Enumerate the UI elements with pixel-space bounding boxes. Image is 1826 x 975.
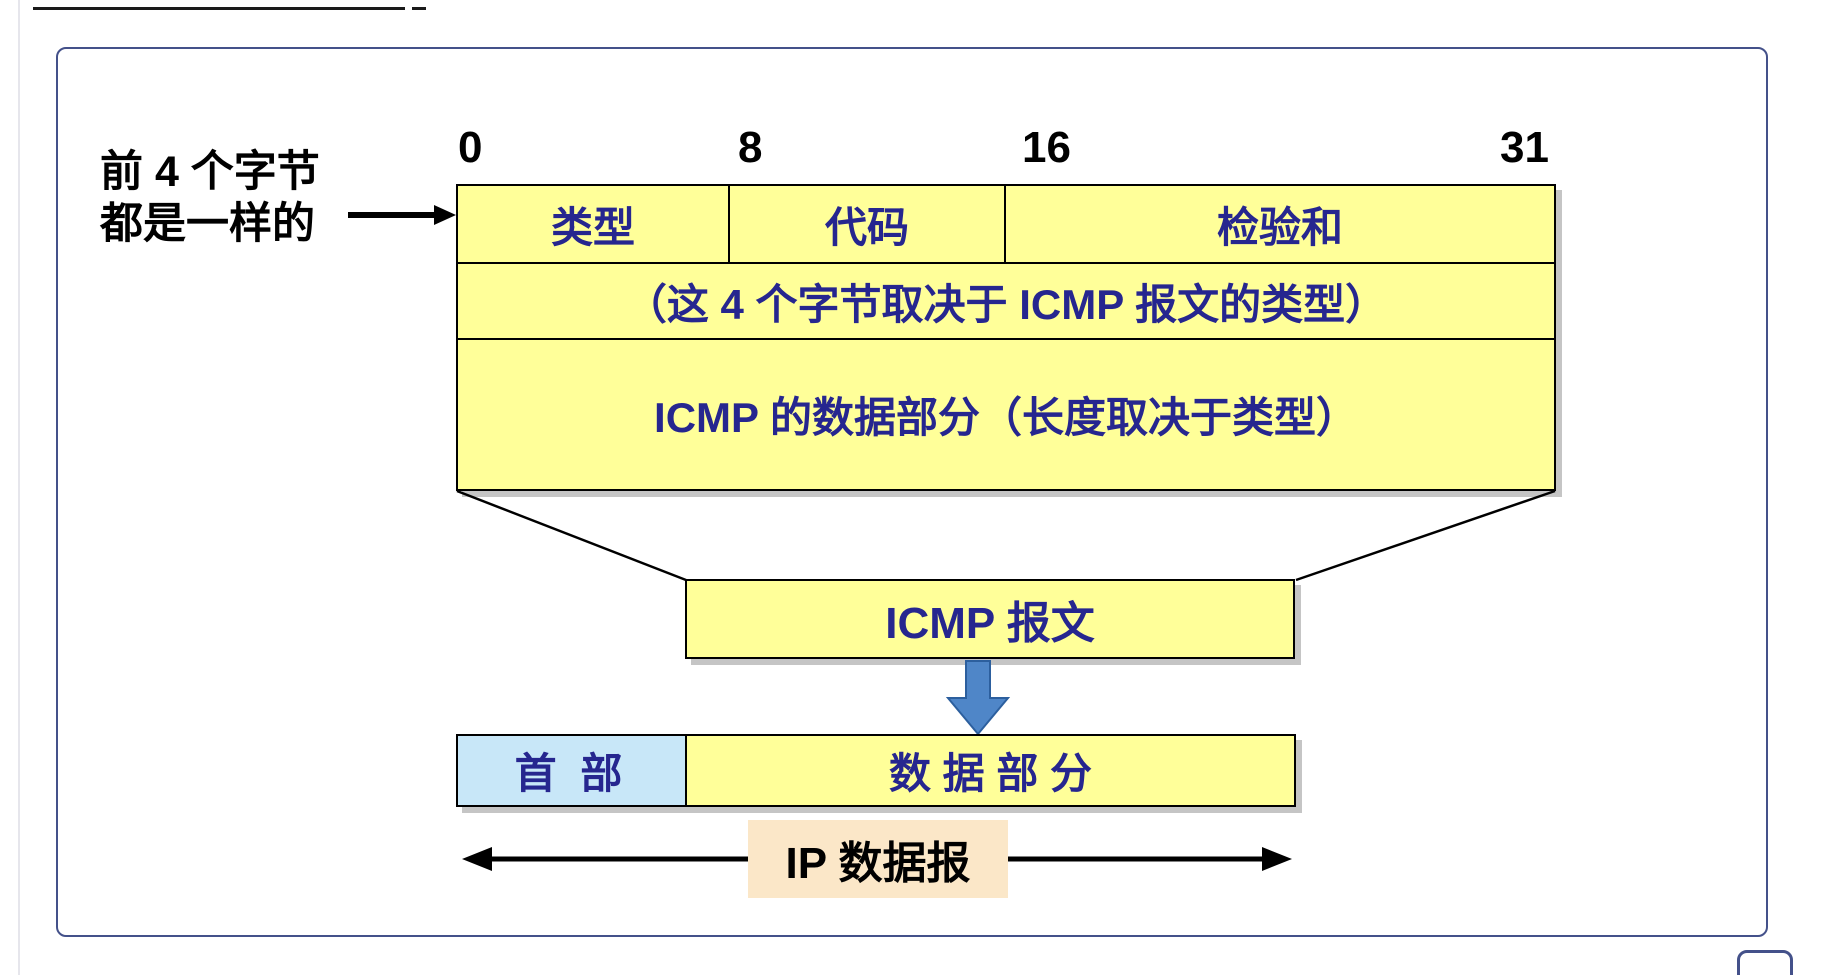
page-number-box [1737,950,1793,975]
annotation-arrow-icon [348,205,456,225]
title-underline [33,7,405,10]
annotation-line-2: 都是一样的 [100,200,315,248]
bit-label-0: 0 [458,123,483,172]
bit-label-8: 8 [738,123,763,172]
down-arrow-icon [945,660,1011,736]
annotation-line-1: 前 4 个字节 [100,148,320,196]
ip-header-cell: 首 部 [458,736,687,805]
page-edge-line [18,0,20,975]
funnel-connector-lines [456,489,1556,582]
bit-label-16: 16 [1022,123,1071,172]
annotation-first-4-bytes: 前 4 个字节 都是一样的 [100,146,380,250]
ip-data-cell: 数 据 部 分 [687,736,1294,805]
ip-datagram-bar: 首 部 数 据 部 分 [456,734,1296,807]
bit-label-31: 31 [1500,123,1549,172]
field-checksum: 检验和 [1216,203,1343,251]
field-code: 代码 [730,186,1006,262]
slide-frame [56,47,1768,937]
icmp-message-box: ICMP 报文 [685,579,1295,659]
row-icmp-data-part: ICMP 的数据部分（长度取决于类型） [654,394,1358,441]
row-depends-on-type: （这 4 个字节取决于 ICMP 报文的类型） [458,264,1554,340]
ip-datagram-label: IP 数据报 [748,820,1008,898]
field-type: 类型 [458,186,730,262]
title-underline-tick [412,7,426,10]
icmp-header-row: 类型 代码 检验和 [458,186,1554,264]
icmp-header-table: 类型 代码 检验和 （这 4 个字节取决于 ICMP 报文的类型） ICMP 的… [456,184,1556,491]
